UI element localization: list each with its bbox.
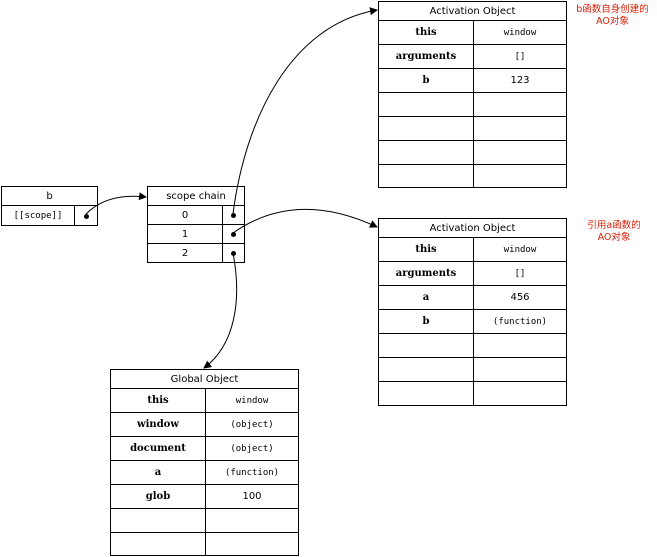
go-key — [111, 509, 206, 532]
ao-key: a — [379, 286, 474, 309]
go-value: (function) — [224, 467, 280, 478]
ao-row: this window — [379, 21, 566, 45]
scope-chain-index: 0 — [181, 209, 189, 221]
ao-key — [379, 382, 474, 406]
ao-b-note: b函数自身创建的 AO对象 — [576, 4, 649, 27]
go-key — [111, 533, 206, 556]
global-object: Global Object this window window (object… — [110, 369, 299, 556]
chain-1-to-ao-a-arrow — [232, 208, 378, 234]
scope-chain-index: 1 — [181, 228, 189, 240]
go-value: (object) — [230, 419, 274, 430]
scope-property-row: [[scope]] — [2, 206, 97, 226]
go-value: (object) — [230, 443, 274, 454]
activation-object-title: Activation Object — [379, 2, 566, 21]
activation-object-title: Activation Object — [379, 219, 566, 238]
ao-row: this window — [379, 238, 566, 262]
ao-row — [379, 93, 566, 117]
scope-chain-pointer — [222, 206, 244, 224]
scope-chain-box: scope chain 0 1 2 — [147, 186, 245, 263]
go-row: a (function) — [111, 461, 298, 485]
ao-key — [379, 358, 474, 381]
ao-row — [379, 117, 566, 141]
pointer-dot-icon — [231, 212, 236, 218]
chain-2-to-global-arrow — [203, 252, 238, 369]
go-row — [111, 533, 298, 556]
scope-chain-row: 1 — [148, 225, 244, 244]
scope-pointer — [75, 206, 97, 226]
go-key: glob — [111, 485, 206, 508]
ao-key: b — [379, 69, 474, 92]
ao-value: window — [503, 244, 537, 255]
scope-to-chain-arrow — [85, 192, 147, 215]
pointer-dot-icon — [231, 231, 236, 237]
go-key: window — [111, 413, 206, 436]
chain-0-to-ao-b-arrow — [232, 7, 378, 215]
ao-row: arguments [] — [379, 262, 566, 286]
ao-row — [379, 141, 566, 165]
go-row: document (object) — [111, 437, 298, 461]
go-row: window (object) — [111, 413, 298, 437]
ao-row — [379, 334, 566, 358]
scope-chain-title: scope chain — [148, 187, 244, 206]
ao-key — [379, 165, 474, 188]
ao-row — [379, 382, 566, 406]
go-value: window — [235, 395, 269, 406]
function-b-box: b [[scope]] — [1, 186, 98, 226]
ao-key — [379, 93, 474, 116]
activation-object-a: Activation Object this window arguments … — [378, 218, 567, 406]
ao-key: arguments — [379, 45, 474, 68]
ao-row: b (function) — [379, 310, 566, 334]
go-row: glob 100 — [111, 485, 298, 509]
ao-key — [379, 334, 474, 357]
scope-chain-pointer — [222, 225, 244, 243]
go-key: this — [111, 389, 206, 412]
ao-value: 456 — [510, 292, 530, 303]
ao-row: b 123 — [379, 69, 566, 93]
ao-key — [379, 117, 474, 140]
pointer-dot-icon — [83, 213, 89, 219]
activation-object-b: Activation Object this window arguments … — [378, 1, 567, 188]
scope-chain-row: 0 — [148, 206, 244, 225]
ao-row — [379, 165, 566, 188]
function-b-title: b — [2, 187, 97, 206]
ao-value: (function) — [492, 316, 548, 327]
go-key: document — [111, 437, 206, 460]
ao-row — [379, 358, 566, 382]
ao-a-note: 引用a函数的 AO对象 — [587, 220, 641, 243]
go-value: 100 — [242, 491, 262, 502]
go-key: a — [111, 461, 206, 484]
ao-key: this — [379, 238, 474, 261]
scope-property-label: [[scope]] — [2, 206, 75, 226]
ao-value: window — [503, 27, 537, 38]
ao-value: [] — [514, 268, 526, 279]
ao-value: 123 — [510, 75, 530, 86]
global-object-title: Global Object — [111, 370, 298, 389]
ao-key: b — [379, 310, 474, 333]
ao-row: a 456 — [379, 286, 566, 310]
ao-row: arguments [] — [379, 45, 566, 69]
ao-key: arguments — [379, 262, 474, 285]
ao-key — [379, 141, 474, 164]
go-row: this window — [111, 389, 298, 413]
go-row — [111, 509, 298, 533]
ao-value: [] — [514, 51, 526, 62]
ao-key: this — [379, 21, 474, 44]
scope-chain-index: 2 — [181, 248, 189, 259]
